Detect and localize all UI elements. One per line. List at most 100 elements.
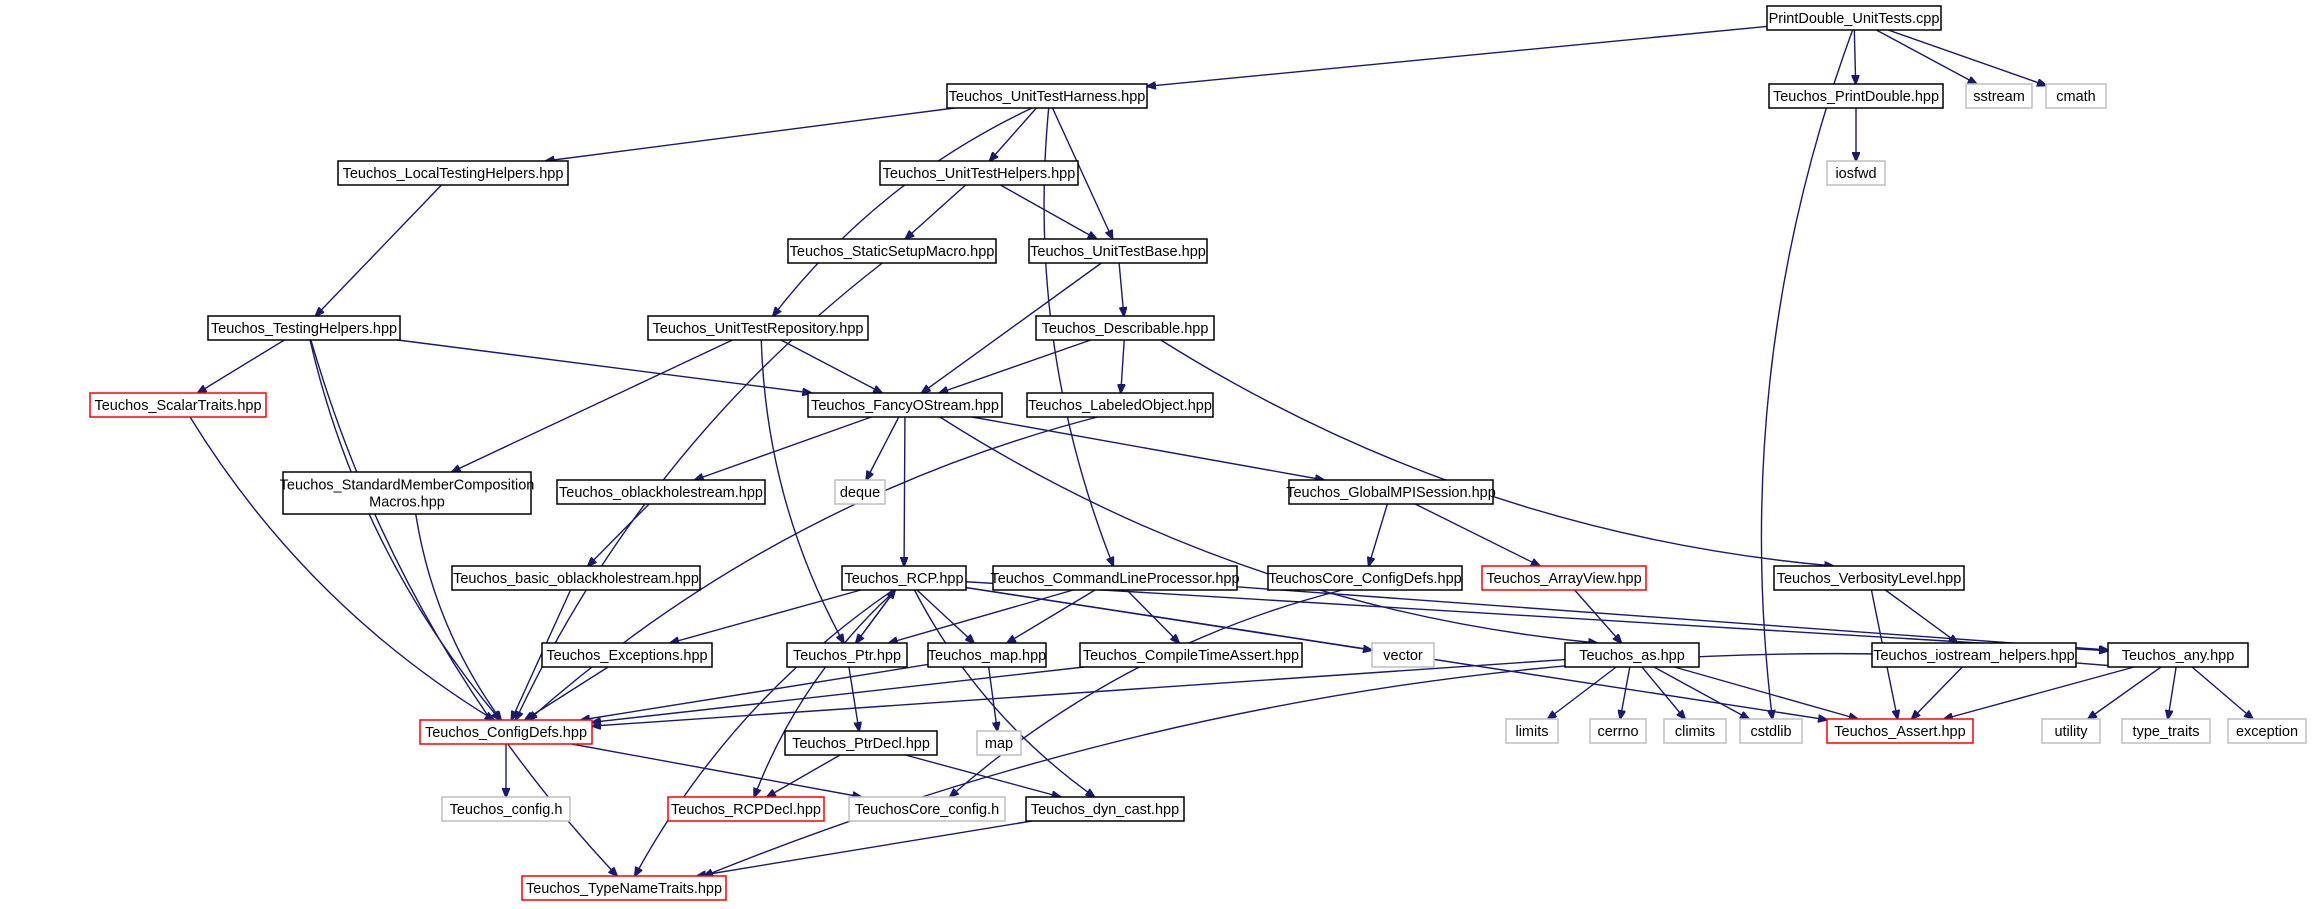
nodes-layer: PrintDouble_UnitTests.cppTeuchos_UnitTes… xyxy=(89,5,2307,901)
node-box xyxy=(848,796,1006,822)
node-label: TeuchosCore_config.h xyxy=(855,802,999,818)
node-ptrdecl[interactable]: Teuchos_PtrDecl.hpp xyxy=(784,730,938,756)
node-vector[interactable]: vector xyxy=(1371,642,1435,668)
node-globalmpi[interactable]: Teuchos_GlobalMPISession.hpp xyxy=(1286,479,1496,505)
node-label: Teuchos_VerbosityLevel.hpp xyxy=(1777,571,1962,587)
node-label: Teuchos_Assert.hpp xyxy=(1834,724,1965,740)
node-testinghelpers[interactable]: Teuchos_TestingHelpers.hpp xyxy=(207,315,401,341)
node-arrayview[interactable]: Teuchos_ArrayView.hpp xyxy=(1481,565,1647,591)
edge-rcp-to-dyncast xyxy=(913,589,1094,797)
node-describable[interactable]: Teuchos_Describable.hpp xyxy=(1035,315,1215,341)
node-iosfwd[interactable]: iosfwd xyxy=(1826,160,1886,186)
node-box xyxy=(1766,5,1942,31)
node-label: Teuchos_ScalarTraits.hpp xyxy=(94,398,261,414)
node-cmdline[interactable]: Teuchos_CommandLineProcessor.hpp xyxy=(990,565,1240,591)
node-oblackhole[interactable]: Teuchos_oblackholestream.hpp xyxy=(556,479,766,505)
node-utrepo[interactable]: Teuchos_UnitTestRepository.hpp xyxy=(647,315,869,341)
node-typetraits[interactable]: type_traits xyxy=(2121,718,2211,744)
node-map[interactable]: map xyxy=(976,730,1022,756)
node-box xyxy=(647,315,869,341)
node-box xyxy=(1371,642,1435,668)
node-label: Teuchos_GlobalMPISession.hpp xyxy=(1286,485,1496,501)
edge-any-to-utility xyxy=(2088,666,2162,719)
node-utbase[interactable]: Teuchos_UnitTestBase.hpp xyxy=(1028,238,1208,264)
node-exceptions[interactable]: Teuchos_Exceptions.hpp xyxy=(541,642,713,668)
node-scalartraits[interactable]: Teuchos_ScalarTraits.hpp xyxy=(89,392,267,418)
node-label: Teuchos_UnitTestHarness.hpp xyxy=(949,89,1146,105)
node-dyncast[interactable]: Teuchos_dyn_cast.hpp xyxy=(1025,796,1185,822)
node-label: type_traits xyxy=(2133,724,2200,740)
edge-any-to-typename xyxy=(704,652,2109,876)
node-box xyxy=(667,796,825,822)
node-localtesting[interactable]: Teuchos_LocalTestingHelpers.hpp xyxy=(337,160,569,186)
node-cerrno[interactable]: cerrno xyxy=(1589,718,1647,744)
node-cstdlib[interactable]: cstdlib xyxy=(1739,718,1803,744)
node-label: Teuchos_TestingHelpers.hpp xyxy=(211,321,397,337)
node-deque[interactable]: deque xyxy=(834,479,886,505)
node-coreconfigdefs[interactable]: TeuchosCore_ConfigDefs.hpp xyxy=(1267,565,1463,591)
node-printdouble[interactable]: Teuchos_PrintDouble.hpp xyxy=(1768,83,1944,109)
node-coreconfig_h[interactable]: TeuchosCore_config.h xyxy=(848,796,1006,822)
node-verbosity[interactable]: Teuchos_VerbosityLevel.hpp xyxy=(1773,565,1965,591)
edge-uthelpers-to-staticsetup xyxy=(905,184,967,239)
edges-layer xyxy=(189,25,2253,876)
edge-uth-to-utbase xyxy=(1051,107,1112,239)
node-basicoblack[interactable]: Teuchos_basic_oblackholestream.hpp xyxy=(451,565,701,591)
node-exception[interactable]: exception xyxy=(2227,718,2307,744)
node-label: Teuchos_UnitTestRepository.hpp xyxy=(653,321,864,337)
node-box xyxy=(1026,392,1214,418)
node-uth[interactable]: Teuchos_UnitTestHarness.hpp xyxy=(946,83,1148,109)
node-box xyxy=(521,875,727,901)
edge-exceptions-to-configdefs xyxy=(525,666,609,720)
edge-rcp-to-rcpdecl xyxy=(754,589,897,797)
node-utility[interactable]: utility xyxy=(2041,718,2101,744)
node-sstream[interactable]: sstream xyxy=(1965,83,2033,109)
node-label: Teuchos_dyn_cast.hpp xyxy=(1031,802,1179,818)
node-labeledobject[interactable]: Teuchos_LabeledObject.hpp xyxy=(1026,392,1214,418)
node-smcm[interactable]: Teuchos_StandardMemberCompositionMacros.… xyxy=(280,471,535,515)
node-box xyxy=(807,392,1003,418)
node-root[interactable]: PrintDouble_UnitTests.cpp xyxy=(1766,5,1942,31)
node-as[interactable]: Teuchos_as.hpp xyxy=(1564,642,1700,668)
node-box xyxy=(1505,718,1559,744)
node-staticsetup[interactable]: Teuchos_StaticSetupMacro.hpp xyxy=(787,238,997,264)
edge-rcp-to-typename xyxy=(635,589,894,876)
node-box xyxy=(841,565,967,591)
node-typename[interactable]: Teuchos_TypeNameTraits.hpp xyxy=(521,875,727,901)
node-configdefs[interactable]: Teuchos_ConfigDefs.hpp xyxy=(419,719,593,745)
node-box xyxy=(1079,642,1303,668)
node-ptr[interactable]: Teuchos_Ptr.hpp xyxy=(786,642,908,668)
node-climits[interactable]: climits xyxy=(1663,718,1727,744)
node-rcp[interactable]: Teuchos_RCP.hpp xyxy=(841,565,967,591)
edge-cmdline-to-map_hpp xyxy=(1007,589,1096,643)
node-label: cmath xyxy=(2056,89,2096,105)
node-box xyxy=(1035,315,1215,341)
node-box xyxy=(1663,718,1727,744)
node-config_h[interactable]: Teuchos_config.h xyxy=(441,796,571,822)
edge-any-to-exception xyxy=(2191,666,2253,719)
node-label: Teuchos_map.hpp xyxy=(928,648,1047,664)
node-fancyostream[interactable]: Teuchos_FancyOStream.hpp xyxy=(807,392,1003,418)
node-label: Teuchos_UnitTestHelpers.hpp xyxy=(883,166,1076,182)
node-cmath[interactable]: cmath xyxy=(2045,83,2107,109)
node-limits[interactable]: limits xyxy=(1505,718,1559,744)
edge-configdefs-to-coreconfig_h xyxy=(571,743,862,797)
node-map_hpp[interactable]: Teuchos_map.hpp xyxy=(927,642,1047,668)
node-label: limits xyxy=(1515,724,1548,740)
node-label: cstdlib xyxy=(1750,724,1791,740)
node-label: Teuchos_basic_oblackholestream.hpp xyxy=(453,571,699,587)
node-uthelpers[interactable]: Teuchos_UnitTestHelpers.hpp xyxy=(879,160,1079,186)
node-box xyxy=(556,479,766,505)
node-compiletime[interactable]: Teuchos_CompileTimeAssert.hpp xyxy=(1079,642,1303,668)
node-box xyxy=(976,730,1022,756)
node-iostreamhelpers[interactable]: Teuchos_iostream_helpers.hpp xyxy=(1871,642,2077,668)
node-label: Teuchos_iostream_helpers.hpp xyxy=(1873,648,2075,664)
node-any[interactable]: Teuchos_any.hpp xyxy=(2107,642,2249,668)
edge-arrayview-to-as xyxy=(1574,589,1622,643)
edge-ptrdecl-to-rcpdecl xyxy=(767,754,841,797)
node-assert[interactable]: Teuchos_Assert.hpp xyxy=(1826,718,1974,744)
node-box xyxy=(2041,718,2101,744)
node-box xyxy=(946,83,1148,109)
node-rcpdecl[interactable]: Teuchos_RCPDecl.hpp xyxy=(667,796,825,822)
